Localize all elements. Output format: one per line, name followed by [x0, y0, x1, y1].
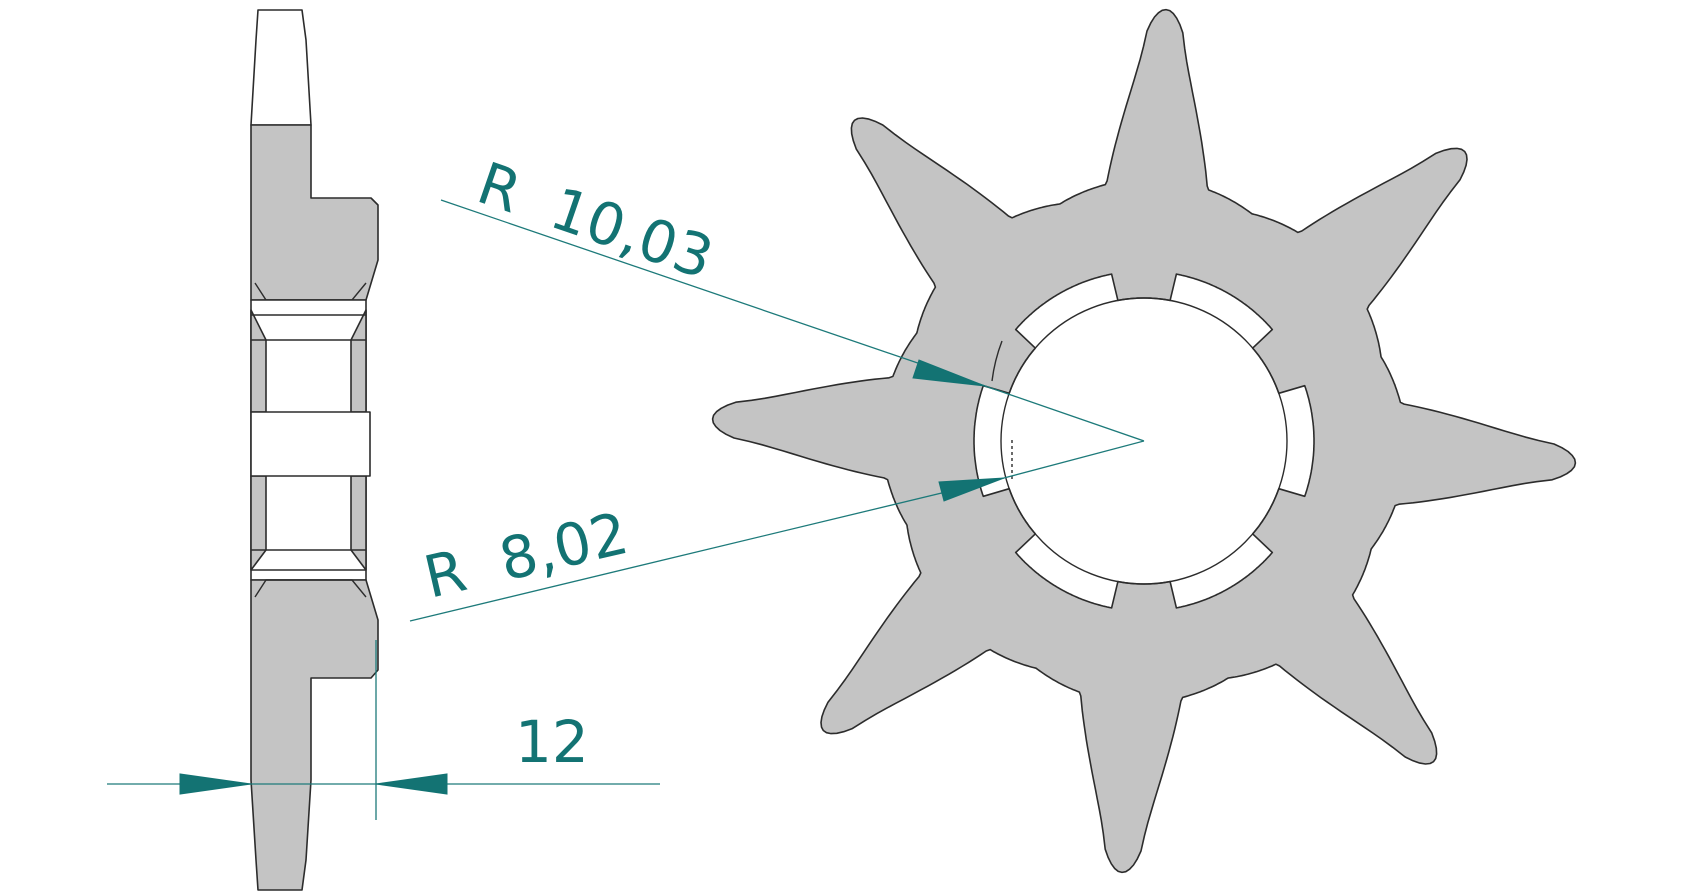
- outer-radius-arrow: [912, 359, 986, 387]
- thickness-arrow-left: [179, 773, 252, 795]
- side-view-lower-body: [250, 579, 379, 891]
- spline-root-circle: [1000, 297, 1288, 585]
- inner-radius-arrow: [938, 477, 1005, 502]
- inner-radius-label: R 8,02: [418, 499, 634, 612]
- radius-reference-arc: [991, 340, 1003, 382]
- side-view-upper-body: [250, 124, 379, 301]
- side-view-key-band: [250, 411, 371, 477]
- thickness-label: 12: [515, 708, 589, 776]
- sprocket-side-view: [250, 9, 379, 891]
- thickness-arrow-right: [375, 773, 448, 795]
- inner-radius-leader: [409, 477, 1005, 622]
- side-view-top-tooth: [250, 9, 312, 126]
- outer-radius-label: R 10,03: [469, 149, 721, 292]
- outer-radius-leader: [440, 199, 986, 387]
